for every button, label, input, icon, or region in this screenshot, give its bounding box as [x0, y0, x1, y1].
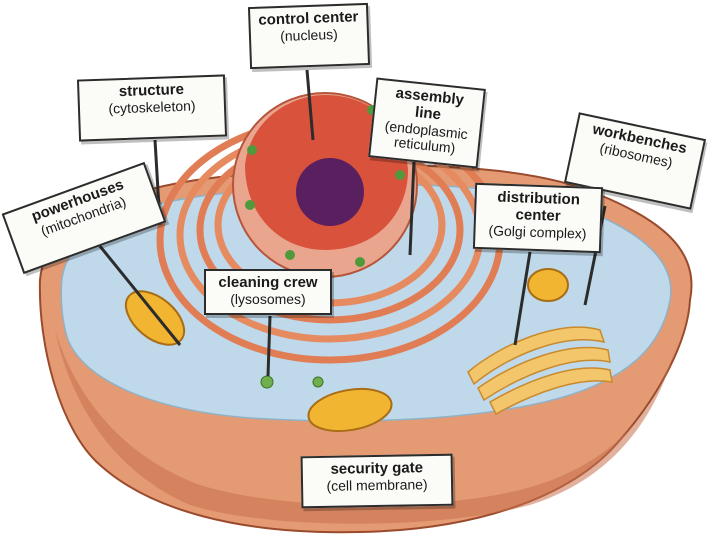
lysosomes: [260, 375, 324, 389]
label-golgi-sub: (Golgi complex): [488, 221, 587, 242]
label-pointers: [93, 69, 607, 377]
label-cytoskeleton: structure (cytoskeleton): [76, 74, 228, 142]
label-er: assembly line (endoplasmic reticulum): [368, 77, 486, 169]
label-cytoskeleton-sub: (cytoskeleton): [108, 97, 196, 117]
label-membrane-sub: (cell membrane): [326, 475, 428, 494]
golgi-complex: [467, 326, 613, 416]
label-lysosomes-title: cleaning crew: [218, 274, 318, 291]
label-golgi: distribution center (Golgi complex): [472, 182, 604, 254]
label-nucleus: control center (nucleus): [247, 2, 371, 70]
nucleolus: [296, 158, 364, 226]
label-lysosomes-sub: (lysosomes): [230, 290, 306, 307]
label-membrane: security gate (cell membrane): [300, 453, 454, 509]
label-lysosomes: cleaning crew (lysosomes): [204, 269, 332, 315]
